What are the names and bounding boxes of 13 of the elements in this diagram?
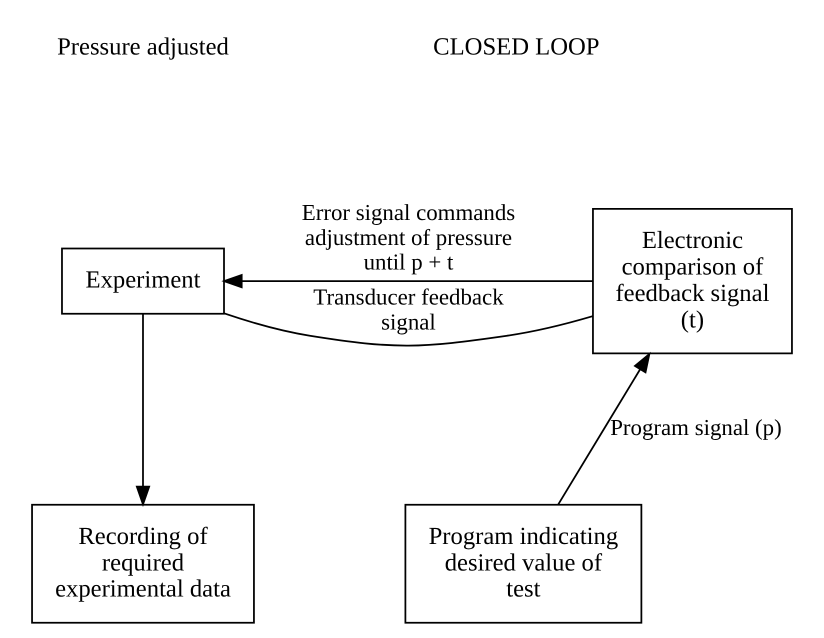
arrow — [221, 274, 593, 289]
arrow — [557, 352, 651, 506]
arrow — [136, 314, 150, 507]
label: CLOSED LOOP — [433, 33, 600, 60]
label: Pressure adjusted — [57, 33, 229, 60]
node-box: Electronic comparison of feedback signal (t) — [592, 208, 793, 354]
edge-label: Transducer feedback signal — [313, 284, 504, 334]
connector — [224, 312, 593, 346]
node-box: Program indicating desired value of test — [404, 504, 642, 624]
node-box: Experiment — [61, 248, 225, 315]
edge-label: Error signal commands adjustment of pressure until p + t — [302, 200, 516, 275]
node-box: Recording of required experimental data — [31, 504, 255, 624]
edge-label: Program signal (p) — [610, 415, 782, 440]
